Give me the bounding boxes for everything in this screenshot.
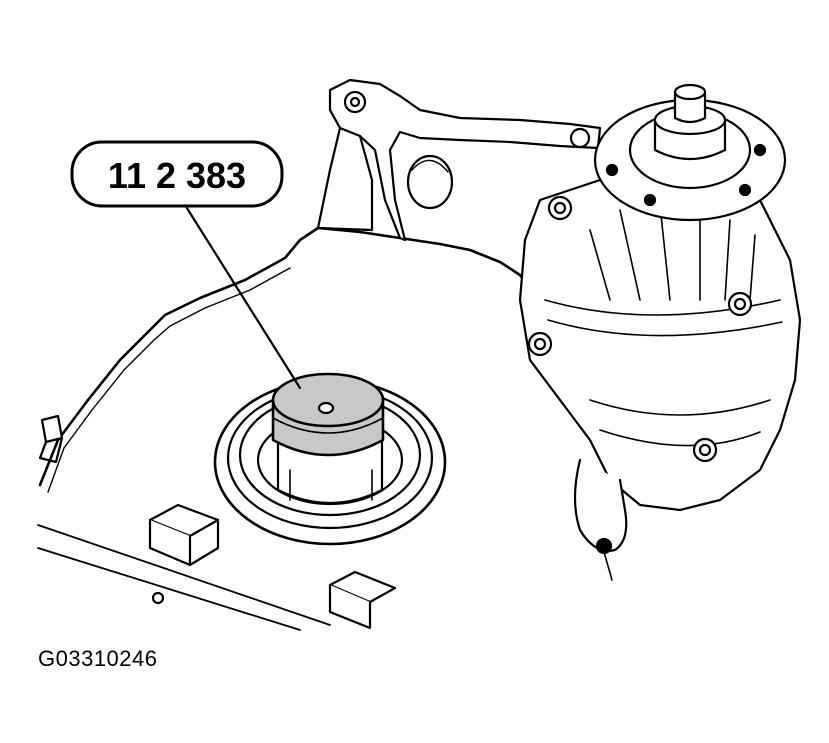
bracket-lower-arm [316,126,374,232]
bracket-bolt-upper-core [349,96,361,108]
flange-bolt-3 [738,183,752,197]
pump-shaft [673,90,707,124]
callout-part-number: 11 2 383 [108,155,246,196]
water-pump-body [518,173,802,512]
timing-cover-outline [38,226,522,487]
crankshaft-journal [276,438,384,504]
pump-bolt-left [547,195,573,221]
callout-leader-line [183,203,302,390]
oil-pan-rail-top [37,524,331,626]
callout-box [70,140,284,208]
rail-hole [151,591,165,605]
flange-bolt-2 [643,193,657,207]
timing-cover-inner-edge [47,267,291,493]
rail-pad-2 [328,570,397,630]
water-pump-lower-band [589,399,771,447]
figure-id: G03310246 [38,646,158,671]
flange-bolt-4 [753,143,767,157]
bracket-bolt-right [569,127,591,149]
cover-lower-tab-hole [595,537,613,555]
oil-pan-rail-bottom [37,547,301,631]
upper-bracket [328,78,602,242]
pump-bolt-bottom [692,437,718,463]
pump-bolt-right [727,291,753,317]
seal-installer-tool-top [271,372,385,428]
water-pump-ribs [589,204,756,301]
seal-installer-center-hole [317,401,335,415]
left-bolt [38,414,64,464]
bracket-hole [406,154,454,210]
flange-bolt-1 [605,163,619,177]
rail-pad-1 [148,503,220,567]
bracket-bolt-upper [343,90,367,114]
pump-shaft-top [673,83,707,101]
pump-bolt-lower-left [527,331,553,357]
